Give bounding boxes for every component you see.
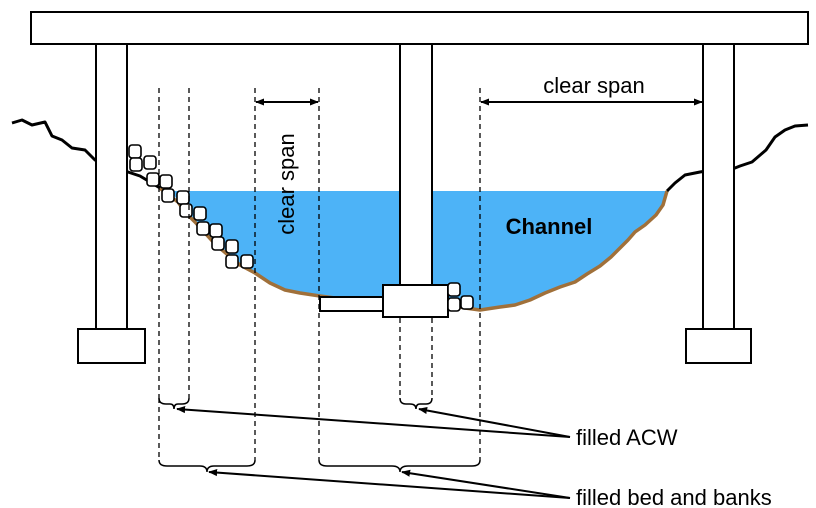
left-riprap-stones bbox=[128, 144, 254, 269]
right-ground-line bbox=[665, 123, 809, 193]
center-pier-footing bbox=[382, 284, 449, 318]
dashed-reference-lines bbox=[158, 88, 481, 460]
center-pier-column bbox=[399, 43, 433, 287]
center-footing-extension bbox=[319, 296, 384, 312]
bed-bracket-center bbox=[318, 459, 481, 473]
right-pier-column bbox=[702, 43, 735, 330]
acw-bracket-center bbox=[399, 397, 433, 410]
clear-span-label-vertical: clear span bbox=[274, 133, 299, 235]
acw-bracket-left bbox=[158, 397, 190, 410]
channel-label: Channel bbox=[506, 214, 593, 239]
right-pier-footing bbox=[685, 328, 752, 364]
brackets bbox=[158, 397, 481, 473]
bed-leader-1 bbox=[208, 468, 571, 499]
bed-leader-2 bbox=[401, 469, 571, 499]
left-ground-line bbox=[11, 118, 161, 190]
filled-bed-and-banks-label: filled bed and banks bbox=[576, 485, 772, 508]
acw-leader-2 bbox=[418, 406, 571, 438]
bed-bracket-left bbox=[158, 459, 256, 473]
acw-leader-1 bbox=[176, 405, 571, 438]
leader-arrows bbox=[176, 405, 571, 499]
center-riprap-stones bbox=[447, 282, 474, 312]
left-pier-footing bbox=[77, 328, 146, 364]
bridge-deck bbox=[30, 11, 809, 45]
left-pier-column bbox=[95, 43, 128, 330]
filled-acw-label: filled ACW bbox=[576, 425, 678, 450]
clear-span-label-top: clear span bbox=[543, 73, 645, 98]
